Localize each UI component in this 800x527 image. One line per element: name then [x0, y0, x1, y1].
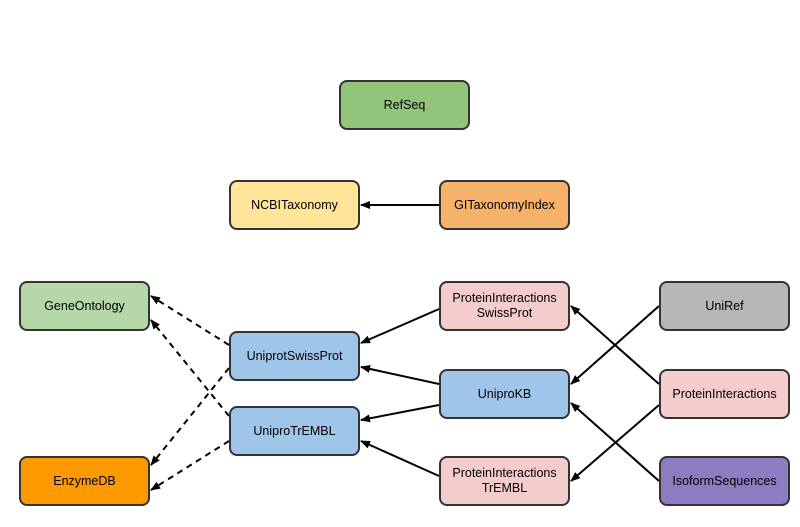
node-enzyme-db[interactable]: EnzymeDB	[19, 456, 150, 506]
node-refseq-label: RefSeq	[383, 97, 426, 112]
node-uniprokb[interactable]: UniproKB	[439, 369, 570, 419]
node-isoform-sequences[interactable]: IsoformSequences	[659, 456, 790, 506]
edge-uniprokb-to-uniprot-swissprot	[360, 365, 440, 385]
node-protein-interactions-trembl-line2: TrEMBL	[481, 481, 528, 495]
node-gi-taxonomy-index-label: GITaxonomyIndex	[454, 197, 555, 212]
node-protein-interactions-trembl-line1: ProteinInteractions	[452, 466, 557, 480]
node-protein-interactions[interactable]: ProteinInteractions	[659, 369, 790, 419]
node-enzyme-db-label: EnzymeDB	[53, 473, 116, 488]
node-refseq[interactable]: RefSeq	[339, 80, 470, 130]
edge-isoform-sequences-to-uniprokb	[570, 402, 660, 482]
edge-unipro-trembl-to-gene-ontology	[150, 319, 230, 417]
node-ncbi-taxonomy[interactable]: NCBITaxonomy	[229, 180, 360, 230]
node-gene-ontology-label: GeneOntology	[44, 298, 125, 313]
node-protein-interactions-label: ProteinInteractions	[672, 386, 777, 401]
node-protein-interactions-swissprot[interactable]: ProteinInteractions SwissProt	[439, 281, 570, 331]
node-uniprot-swissprot-label: UniprotSwissProt	[246, 348, 343, 363]
node-gene-ontology[interactable]: GeneOntology	[19, 281, 150, 331]
node-protein-interactions-swissprot-line1: ProteinInteractions	[452, 291, 557, 305]
node-unipro-trembl[interactable]: UniproTrEMBL	[229, 406, 360, 456]
edge-uniprokb-to-unipro-trembl	[360, 404, 440, 423]
edge-protein-interactions-swissprot-to-uniprot-swissprot	[360, 308, 440, 344]
edge-uniprot-swissprot-to-enzyme-db	[150, 367, 230, 466]
node-ncbi-taxonomy-label: NCBITaxonomy	[251, 197, 338, 212]
node-protein-interactions-trembl[interactable]: ProteinInteractions TrEMBL	[439, 456, 570, 506]
node-uniref[interactable]: UniRef	[659, 281, 790, 331]
node-uniprokb-label: UniproKB	[477, 386, 532, 401]
node-uniprot-swissprot[interactable]: UniprotSwissProt	[229, 331, 360, 381]
node-protein-interactions-swissprot-line2: SwissProt	[476, 306, 533, 320]
edge-protein-interactions-to-protein-interactions-swissprot	[570, 305, 660, 385]
node-gi-taxonomy-index[interactable]: GITaxonomyIndex	[439, 180, 570, 230]
node-uniref-label: UniRef	[705, 298, 744, 313]
edge-protein-interactions-trembl-to-unipro-trembl	[360, 440, 440, 477]
edge-unipro-trembl-to-enzyme-db	[150, 440, 230, 491]
node-unipro-trembl-label: UniproTrEMBL	[253, 423, 336, 438]
edge-uniprot-swissprot-to-gene-ontology	[150, 295, 230, 346]
node-isoform-sequences-label: IsoformSequences	[672, 473, 777, 488]
